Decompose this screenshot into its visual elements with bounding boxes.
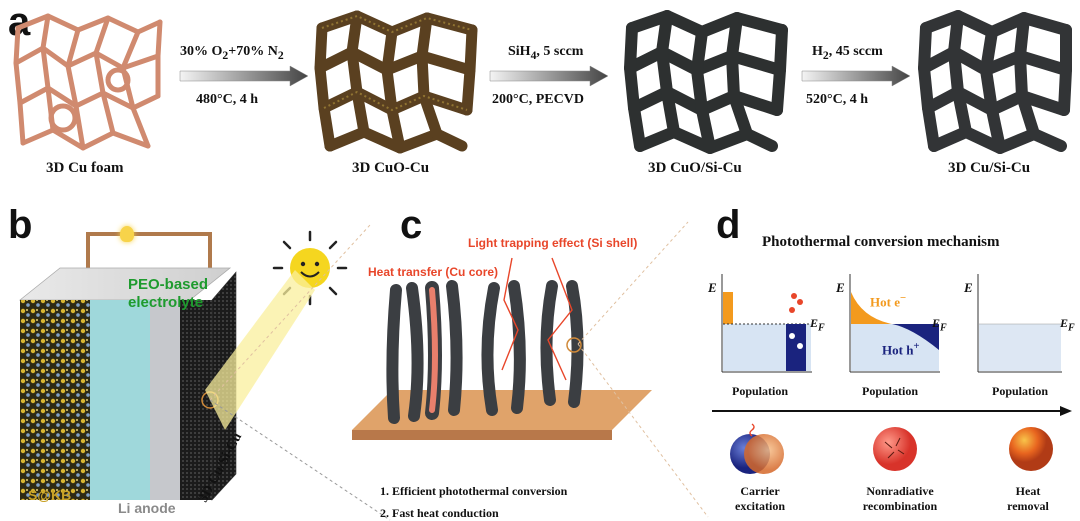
heat-transfer-label: Heat transfer (Cu core) bbox=[368, 265, 499, 279]
stage-1-label: 3D Cu foam bbox=[46, 160, 124, 176]
band-diagram-3 bbox=[977, 274, 1062, 373]
fermi-label-2: EF bbox=[932, 316, 947, 334]
hot-hole-label: Hot h+ bbox=[882, 340, 920, 358]
carrier-excitation-sphere bbox=[730, 423, 784, 474]
step-1-condition-bottom: 480°C, 4 h bbox=[196, 92, 258, 107]
band-diagram-2 bbox=[849, 274, 940, 373]
panel-d-letter: d bbox=[716, 203, 741, 247]
step-1-arrow bbox=[179, 65, 309, 87]
cu-foam-image bbox=[13, 13, 163, 151]
stage-3-label: 3D CuO/Si-Cu bbox=[648, 160, 742, 176]
panel-a-letter: a bbox=[8, 0, 31, 44]
step-3-condition-bottom: 520°C, 4 h bbox=[806, 92, 868, 107]
step-2-arrow bbox=[489, 65, 609, 87]
population-label-2: Population bbox=[862, 384, 919, 398]
heat-removal-sphere bbox=[1009, 427, 1053, 471]
step-2-condition-top: SiH4, 5 sccm bbox=[508, 44, 584, 62]
axis-e-3: E bbox=[964, 280, 973, 295]
zoom-lines-b-c bbox=[209, 224, 391, 521]
stage-2-label: 3D CuO-Cu bbox=[352, 160, 430, 176]
panel-b-letter: b bbox=[8, 203, 33, 247]
fermi-label-1: EF bbox=[810, 316, 825, 334]
electrolyte-label: PEO-based electrolyte bbox=[128, 276, 209, 311]
nonradiative-recombination-sphere bbox=[873, 427, 917, 471]
light-bulb-icon bbox=[120, 226, 134, 242]
fermi-label-3: EF bbox=[1060, 316, 1075, 334]
anode-label: Li anode bbox=[118, 500, 176, 516]
axis-e-2: E bbox=[836, 280, 845, 295]
band-diagram-1 bbox=[721, 274, 812, 373]
nanowire-array bbox=[352, 257, 652, 440]
step-3-arrow bbox=[801, 65, 911, 87]
light-trapping-label: Light trapping effect (Si shell) bbox=[468, 236, 638, 250]
stage-4-label: 3D Cu/Si-Cu bbox=[948, 160, 1031, 176]
time-arrow bbox=[712, 406, 1072, 416]
zoom-lines-c-d bbox=[577, 221, 709, 518]
point-1-text: 1. Efficient photothermal conversion bbox=[380, 484, 568, 498]
step-2-condition-bottom: 200°C, PECVD bbox=[492, 92, 584, 107]
cuo-si-cu-foam-image bbox=[624, 10, 788, 154]
population-label-1: Population bbox=[732, 384, 789, 398]
cathode-label: S@KB bbox=[28, 487, 72, 503]
axis-e-1: E bbox=[708, 280, 717, 295]
step-3-condition-top: H2, 45 sccm bbox=[812, 44, 883, 62]
step-1-condition-top: 30% O2+70% N2 bbox=[180, 44, 284, 62]
cuo-cu-foam-image bbox=[314, 10, 478, 154]
panel-d-title: Photothermal conversion mechanism bbox=[762, 234, 1000, 250]
panel-c-letter: c bbox=[400, 203, 423, 247]
point-2-text: 2. Fast heat conduction bbox=[380, 506, 499, 520]
population-label-3: Population bbox=[992, 384, 1049, 398]
cu-si-cu-foam-image bbox=[918, 10, 1072, 154]
hot-electron-label: Hot e− bbox=[870, 292, 907, 310]
light-beam bbox=[205, 270, 315, 430]
